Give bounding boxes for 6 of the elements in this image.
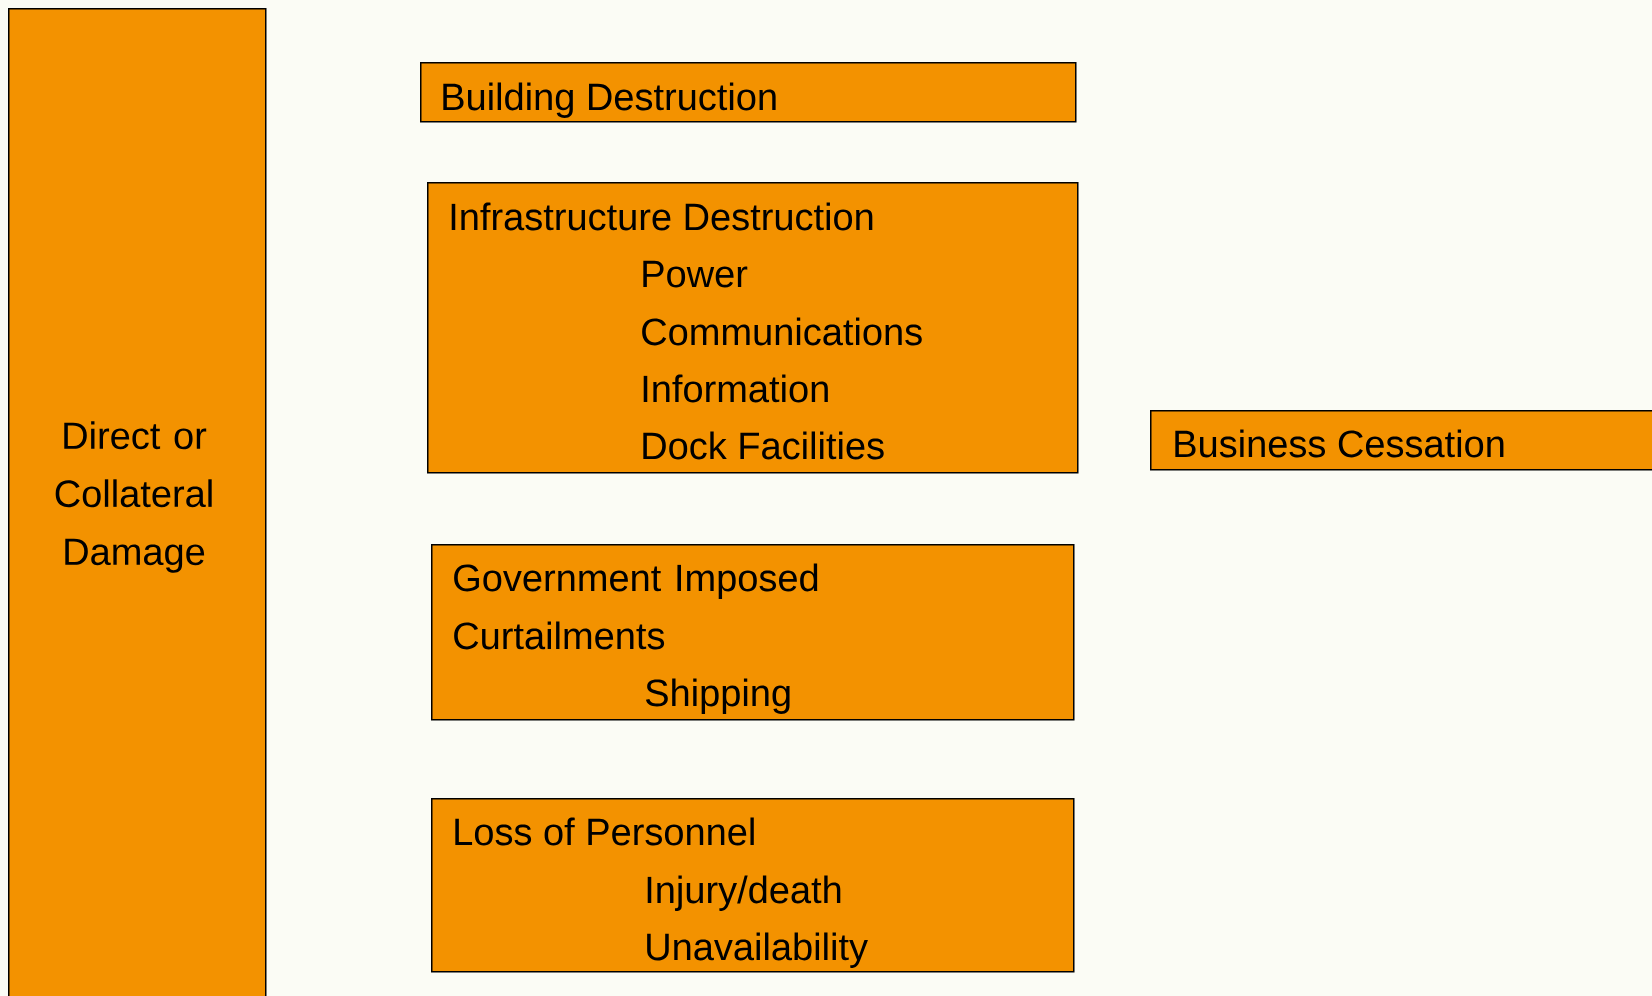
text-box: Business Cessation <box>1150 410 1652 471</box>
text-box: Government Imposed Curtailments Shipping <box>431 544 1075 721</box>
text-box: Building Destruction <box>420 62 1077 123</box>
text-box: Infrastructure Destruction Power Communications Information Dock Facilities <box>427 182 1079 474</box>
text-box: Direct or Collateral Damage <box>8 8 267 996</box>
text-box: Loss of Personnel Injury/death Unavailability <box>431 798 1075 973</box>
